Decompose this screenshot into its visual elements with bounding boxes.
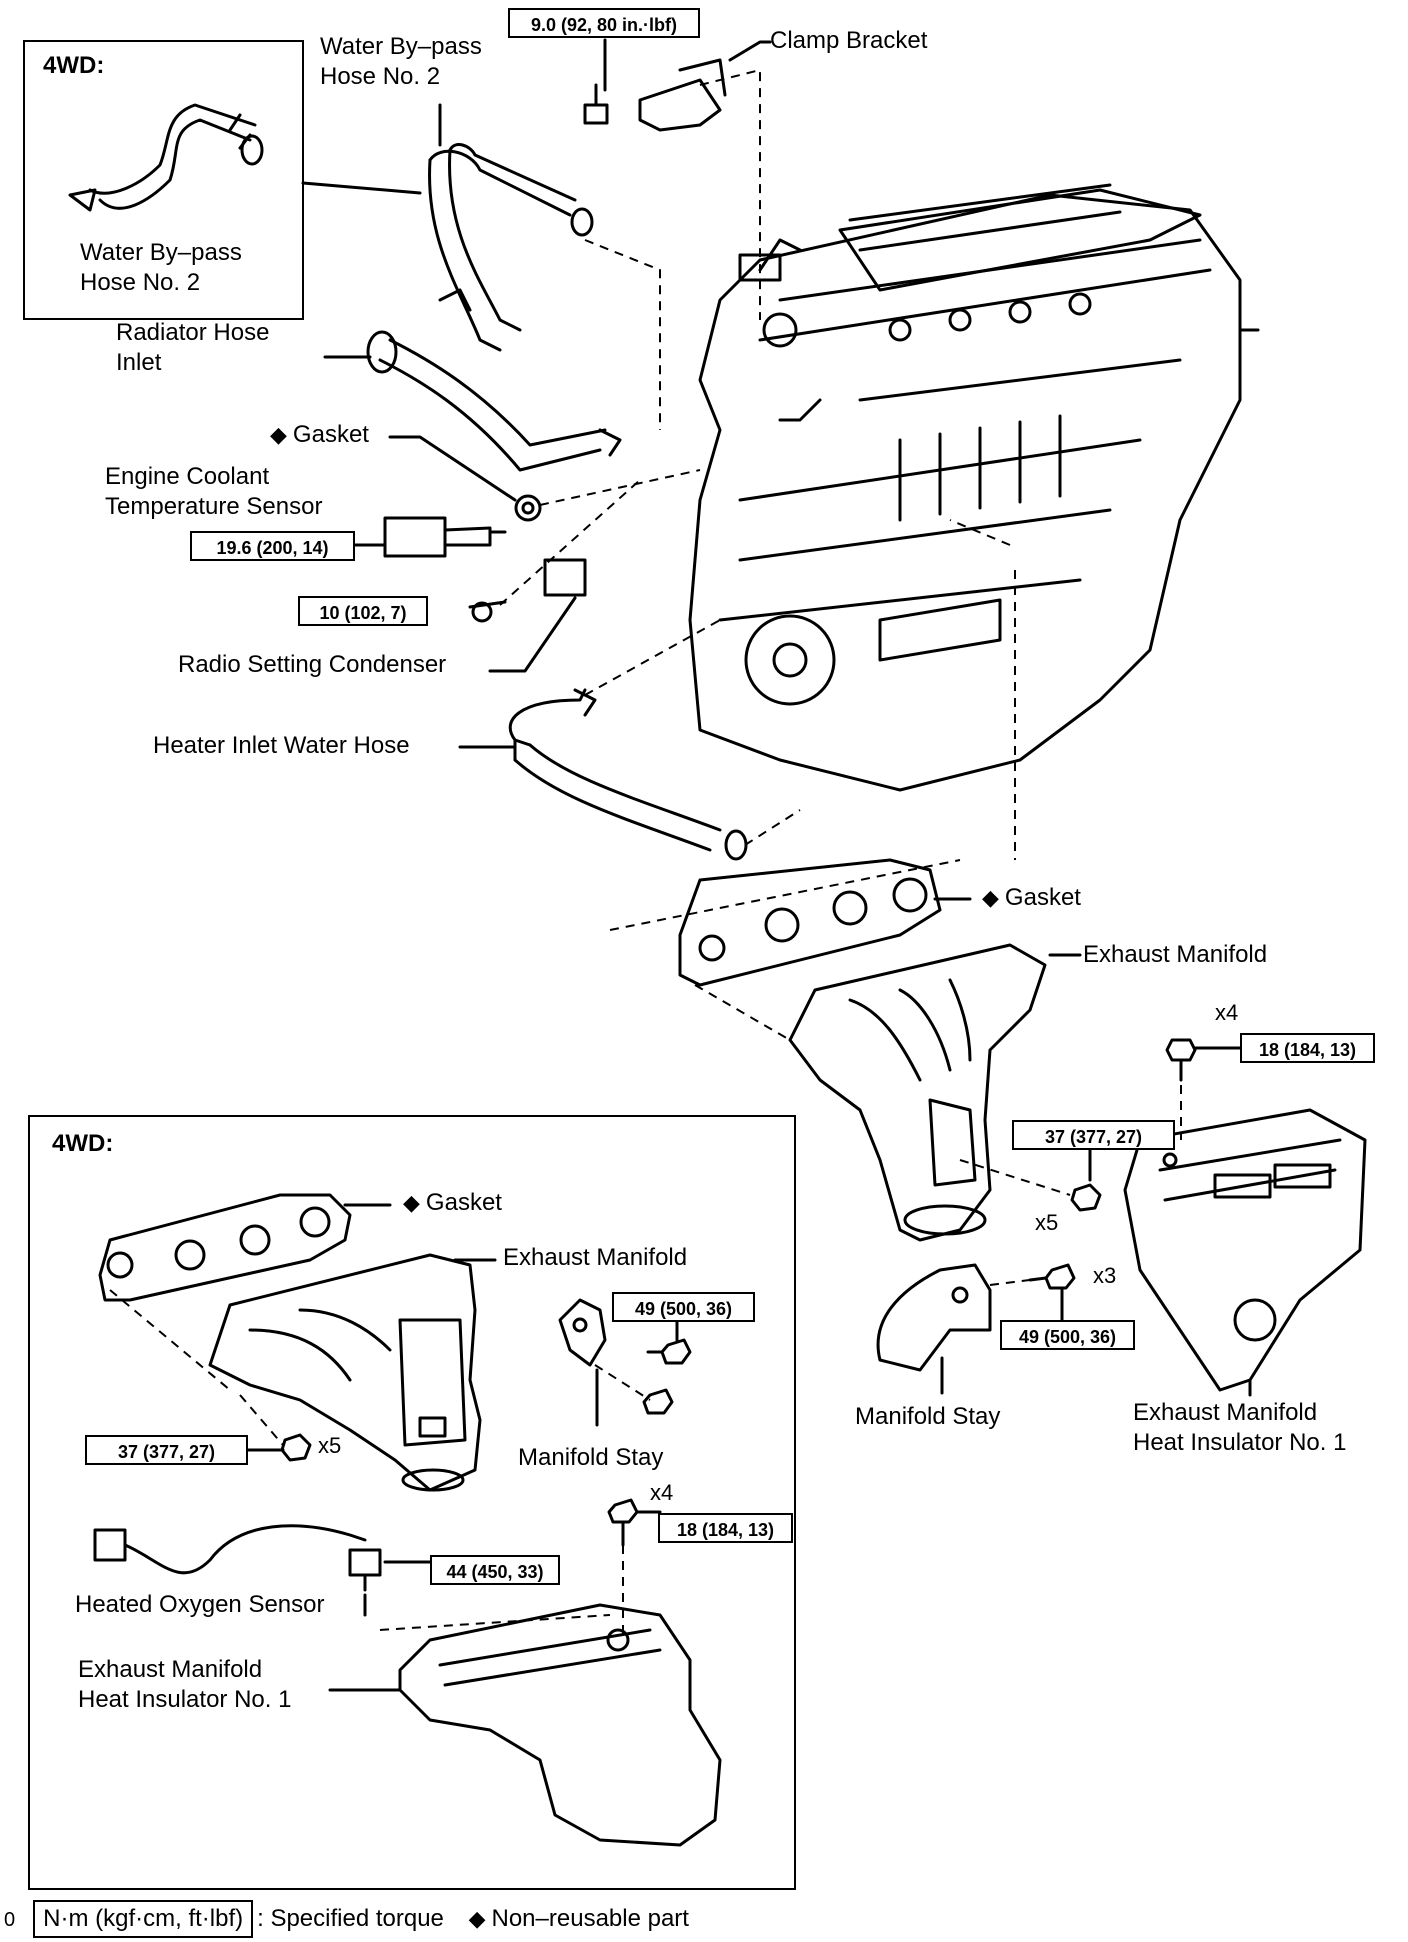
dash-gasket (539, 469, 701, 506)
engine-block (688, 183, 1260, 792)
radiator-hose-inlet (366, 330, 622, 472)
heater-inlet-hose (508, 688, 748, 861)
radio-condenser-part (468, 558, 587, 623)
coolant-sensor-label: Engine Coolant Temperature Sensor (105, 463, 323, 520)
dash-hose (584, 239, 661, 430)
inset-qty-x4: x4 (650, 1480, 674, 1505)
dash-exhaust-mani (694, 984, 791, 1041)
dash-heater (584, 619, 721, 696)
radiator-hose-label: Radiator Hose Inlet (116, 319, 270, 376)
nut-37-main (1070, 1183, 1102, 1212)
inset-4wd-hose-label: Water By–pass Hose No. 2 (80, 239, 242, 296)
dash-exhaust-top (609, 859, 961, 931)
gasket-mid-label: ◆Gasket (982, 883, 1081, 913)
gasket-top-leader (388, 435, 517, 502)
inset-torque-nut: 37 (377, 27) (85, 1435, 248, 1465)
inset-heat-insulator (398, 1603, 722, 1847)
inset-gasket-text: Gasket (425, 1189, 502, 1216)
inset-dash-3 (594, 1364, 651, 1401)
exhaust-gasket-part (678, 858, 942, 987)
bolt-49-main (1028, 1263, 1076, 1290)
qty-x5-main: x5 (1035, 1210, 1059, 1235)
diamond-icon: ◆ (270, 422, 287, 447)
coolant-sensor-part (383, 516, 507, 558)
clamp-bracket (583, 58, 727, 132)
manifold-stay-main (876, 1263, 992, 1372)
diamond-icon: ◆ (403, 1190, 420, 1215)
inset-4wd-hose-drawing (68, 103, 264, 212)
radio-condenser-label: Radio Setting Condenser (178, 651, 447, 678)
inset-exhaust-manifold (208, 1253, 482, 1492)
inset-manifold-stay (558, 1298, 607, 1367)
legend-specified-torque: : Specified torque (257, 1905, 444, 1932)
inset-torque-oxygen: 44 (450, 33) (430, 1555, 560, 1585)
torque-radio-condenser: 10 (102, 7) (298, 596, 428, 626)
torque-stay-main: 49 (500, 36) (1000, 1320, 1135, 1350)
dash-nut (959, 1159, 1071, 1196)
qty-x4-main: x4 (1215, 1000, 1239, 1025)
torque-coolant-sensor: 19.6 (200, 14) (190, 531, 355, 561)
inset-gasket-label: ◆Gasket (403, 1188, 502, 1218)
torque-clamp-bracket: 9.0 (92, 80 in.·lbf) (508, 8, 700, 38)
inset-dash-2 (239, 1394, 284, 1446)
inset-heat-insulator-label: Exhaust Manifold Heat Insulator No. 1 (78, 1656, 292, 1713)
diamond-icon: ◆ (982, 885, 999, 910)
clamp-bracket-label: Clamp Bracket (770, 27, 928, 54)
legend-unit-box: N·m (kgf·cm, ft·lbf) (33, 1900, 254, 1938)
dash-heater-2 (744, 809, 801, 846)
inset-4wd-exhaust-box (28, 1115, 796, 1890)
exhaust-manifold-label: Exhaust Manifold (1083, 941, 1268, 968)
inset-bolt-49a (646, 1338, 692, 1365)
gasket-top-label: ◆Gasket (270, 420, 369, 450)
inset-oxygen-sensor (93, 1524, 382, 1592)
radio-condenser-leader (488, 596, 577, 673)
inset-4wd-hose-title: 4WD: (43, 52, 105, 79)
inset-manifold-stay-label: Manifold Stay (518, 1444, 664, 1471)
legend-non-reusable: Non–reusable part (491, 1905, 689, 1932)
legend-index: 0 (4, 1909, 16, 1931)
qty-x3-main: x3 (1093, 1263, 1117, 1288)
inset-4wd-hose-box (23, 40, 304, 320)
inset-gasket-part (98, 1193, 352, 1302)
inset-dash-5 (379, 1614, 611, 1631)
heat-insulator-main (1123, 1108, 1367, 1392)
water-bypass-hose-label: Water By–pass Hose No. 2 (320, 33, 482, 90)
torque-insulator-main: 18 (184, 13) (1240, 1033, 1375, 1063)
dash-clamp (699, 68, 761, 320)
inset-exhaust-manifold-label: Exhaust Manifold (503, 1244, 688, 1271)
torque-nut-main: 37 (377, 27) (1012, 1120, 1175, 1150)
heater-hose-label: Heater Inlet Water Hose (153, 732, 410, 759)
inset-4wd-exhaust-title: 4WD: (52, 1130, 114, 1157)
inset-bolt-49b (642, 1388, 674, 1415)
gasket-top-part (514, 494, 542, 522)
inset-bolt-18 (607, 1498, 639, 1547)
inset-oxygen-sensor-label: Heated Oxygen Sensor (75, 1591, 325, 1618)
bolt-18-main (1165, 1038, 1197, 1082)
inset-4wd-leader (301, 181, 422, 195)
manifold-stay-label: Manifold Stay (855, 1403, 1001, 1430)
water-bypass-hose (428, 143, 594, 352)
diamond-icon: ◆ (468, 1906, 486, 1931)
inset-qty-x5: x5 (318, 1433, 342, 1458)
gasket-top-text: Gasket (292, 421, 369, 448)
inset-dash-1 (109, 1289, 231, 1391)
clamp-bracket-leader (728, 40, 772, 62)
inset-torque-insulator: 18 (184, 13) (658, 1513, 793, 1543)
exhaust-manifold-main (788, 943, 1047, 1242)
dash-in-main (949, 519, 1011, 546)
inset-torque-stay: 49 (500, 36) (612, 1292, 755, 1322)
gasket-mid-text: Gasket (1004, 884, 1081, 911)
heat-insulator-label: Exhaust Manifold Heat Insulator No. 1 (1133, 1399, 1347, 1456)
